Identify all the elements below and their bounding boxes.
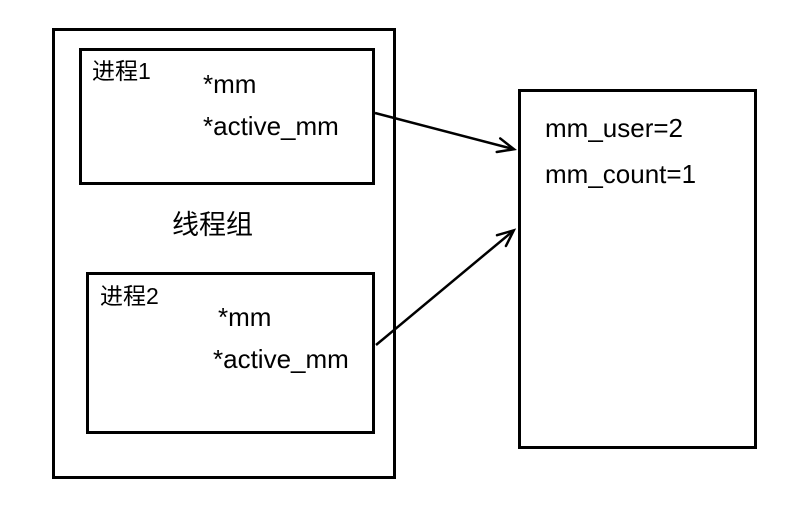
mm-struct-box: [518, 89, 757, 449]
thread-group-label: 线程组: [172, 210, 253, 240]
arrow-process2-to-mm-struct: [375, 228, 517, 346]
process1-active-mm-pointer: *active_mm: [203, 111, 339, 141]
mm-count-label: mm_count=1: [545, 159, 697, 189]
process2-box: [86, 272, 375, 434]
process1-box: [79, 48, 375, 185]
process1-mm-pointer: *mm: [203, 69, 257, 99]
process2-active-mm-pointer: *active_mm: [213, 344, 349, 374]
process1-title: 进程1: [92, 58, 151, 84]
process2-mm-pointer: *mm: [218, 302, 272, 332]
mm-user-count-label: mm_user=2: [545, 113, 683, 143]
process2-title: 进程2: [100, 283, 159, 309]
